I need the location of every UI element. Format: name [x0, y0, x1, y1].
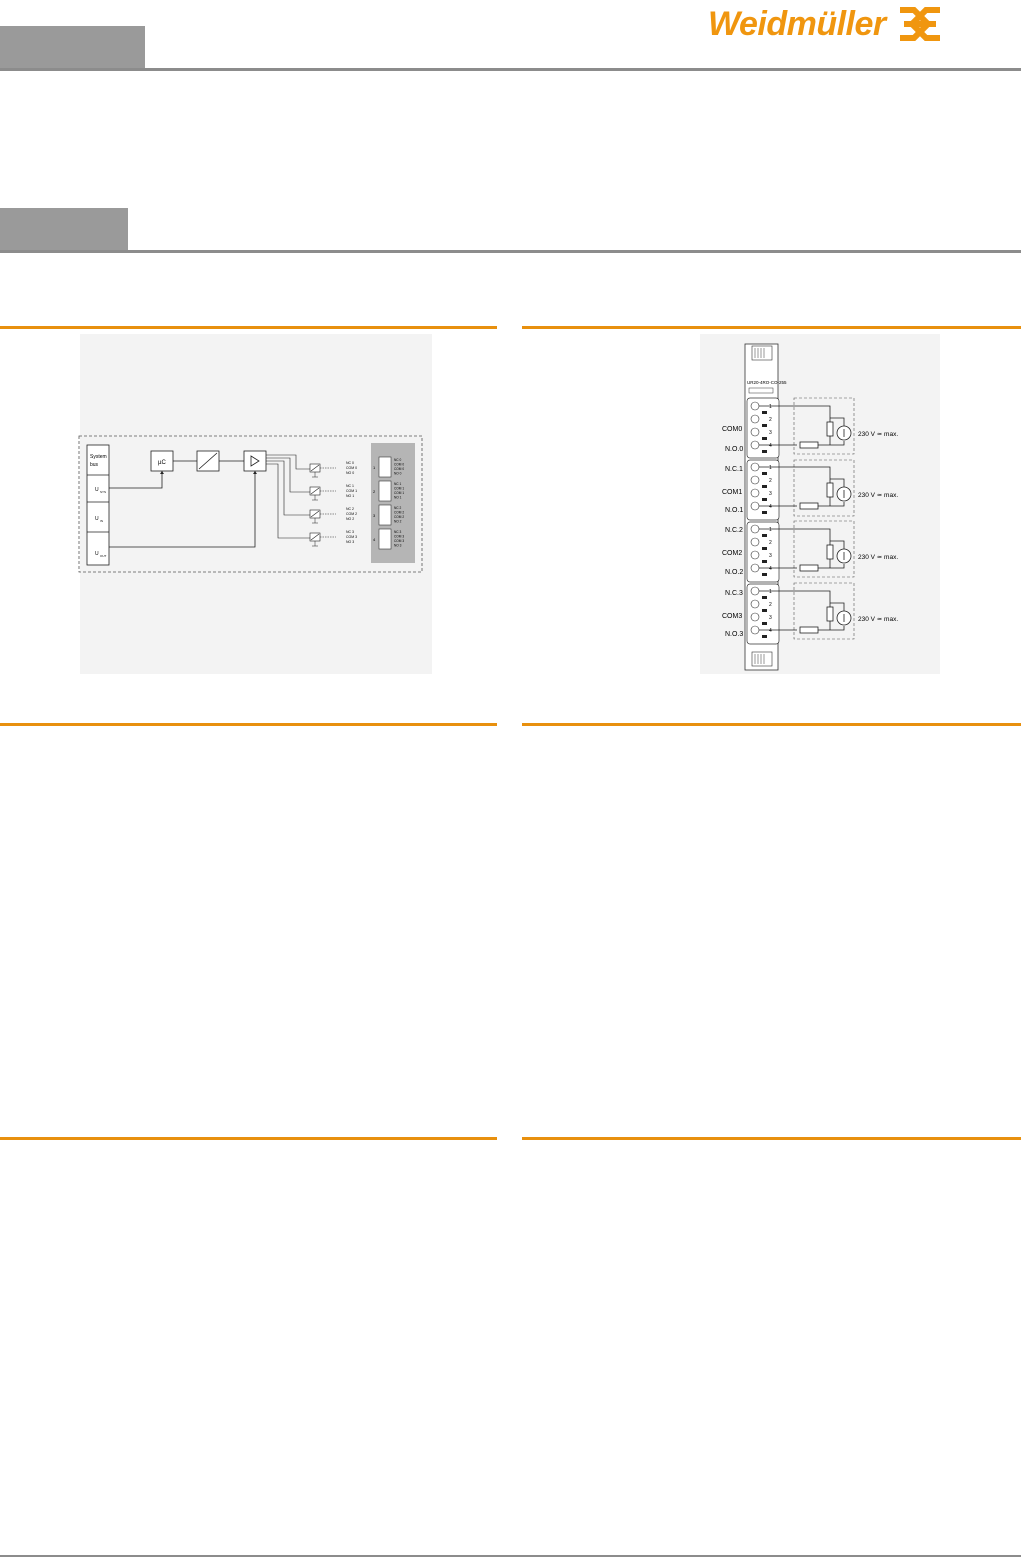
conn-label: COM 2: [394, 511, 404, 515]
voltage-label-3: 230 V ≃ max.: [858, 616, 898, 623]
conn-label: NC 2: [394, 506, 401, 510]
uin-label: U: [95, 516, 99, 522]
no2-label: N.O.2: [725, 569, 743, 576]
left-panel-top-rule: [0, 326, 497, 329]
conn-label: COM 1: [394, 487, 404, 491]
terminal-number: 3: [769, 430, 772, 436]
voltage-label-0: 230 V ≃ max.: [858, 431, 898, 438]
terminal-number: 4: [769, 504, 772, 510]
relay-output-nc0: NC 0: [346, 461, 354, 465]
conn-label: NC 3: [394, 530, 401, 534]
terminal-number: 3: [769, 553, 772, 559]
right-panel-top-rule: [522, 326, 1021, 329]
conn-label: NC 0: [394, 458, 401, 462]
section-rule: [0, 250, 1021, 253]
terminal-number: 2: [769, 417, 772, 423]
terminal-number: 4: [769, 628, 772, 634]
relay-output-nc2: NC 2: [346, 507, 354, 511]
conn-label: NO 2: [394, 520, 402, 524]
relay-output-com2: COM 2: [346, 512, 357, 516]
group-number-1: 1: [373, 465, 376, 470]
conn-label: COM 3: [394, 535, 404, 539]
conn-label: COM 2: [394, 515, 404, 519]
driver-block: [243, 450, 267, 472]
group-number-4: 4: [373, 537, 376, 542]
left-panel-mid-rule: [0, 723, 497, 726]
brand-logo: Weidmüller: [708, 4, 944, 44]
relay-output-no3: NO 3: [346, 540, 354, 544]
relay-output-com0: COM 0: [346, 466, 357, 470]
right-panel-mid-rule: [522, 723, 1021, 726]
terminal-number: 1: [769, 404, 772, 410]
terminal-number: 1: [769, 465, 772, 471]
com1-label: COM1: [722, 489, 742, 496]
com3-label: COM3: [722, 613, 742, 620]
connector-panel: [371, 443, 415, 563]
wiring-group-1: 1 2 3 4 N.C.1 COM1 N.O.1 230 V ≃ max.: [722, 459, 898, 521]
conn-label: COM 3: [394, 539, 404, 543]
relay-output-nc3: NC 3: [346, 530, 354, 534]
left-panel-lower-rule: [0, 1137, 497, 1140]
section-tab: [0, 208, 128, 250]
nc2-label: N.C.2: [725, 527, 743, 534]
system-bus-label-2: bus: [90, 462, 99, 468]
com0-label: COM0: [722, 426, 742, 433]
terminal-number: 3: [769, 491, 772, 497]
terminal-number: 2: [769, 540, 772, 546]
group-number-2: 2: [373, 489, 376, 494]
header-tab: [0, 26, 145, 69]
conn-label: NC 1: [394, 482, 401, 486]
usys-sub: SYS: [100, 490, 106, 494]
conn-label: COM 1: [394, 491, 404, 495]
terminal-number: 3: [769, 615, 772, 621]
uin-sub: IN: [100, 519, 103, 523]
no1-label: N.O.1: [725, 507, 743, 514]
right-panel-lower-rule: [522, 1137, 1021, 1140]
voltage-label-2: 230 V ≃ max.: [858, 554, 898, 561]
svg-text:µC: µC: [158, 460, 166, 466]
block-diagram: System bus U SYS U IN U OUT µC NC 0 COM …: [78, 435, 423, 573]
relay-output-com3: COM 3: [346, 535, 357, 539]
terminal-number: 4: [769, 443, 772, 449]
conn-label: COM 0: [394, 467, 404, 471]
terminal-number: 4: [769, 566, 772, 572]
terminal-number: 2: [769, 602, 772, 608]
conn-label: NO 1: [394, 496, 402, 500]
conn-label: NO 3: [394, 544, 402, 548]
uout-sub: OUT: [100, 554, 107, 558]
voltage-label-1: 230 V ≃ max.: [858, 492, 898, 499]
uout-label: U: [95, 551, 99, 557]
relay-output-nc1: NC 1: [346, 484, 354, 488]
relay-output-no2: NO 2: [346, 517, 354, 521]
wiring-group-3: 1 2 3 4 N.C.3 COM3 N.O.3 230 V ≃ max.: [722, 582, 898, 645]
conn-label: COM 0: [394, 463, 404, 467]
conn-label: NO 0: [394, 472, 402, 476]
nc1-label: N.C.1: [725, 466, 743, 473]
no0-label: N.O.0: [725, 446, 743, 453]
footer-rule: [0, 1555, 1021, 1557]
com2-label: COM2: [722, 550, 742, 557]
terminal-number: 1: [769, 589, 772, 595]
terminal-number: 2: [769, 478, 772, 484]
wiring-group-0: 1 2 3 4 COM0 N.O.0 230 V ≃ max.: [722, 397, 898, 459]
terminal-number: 1: [769, 527, 772, 533]
relay-output-no1: NO 1: [346, 494, 354, 498]
relay-output-com1: COM 1: [346, 489, 357, 493]
system-bus-label-1: System: [90, 454, 107, 460]
module-label: UR20-4RO-CO-255: [747, 380, 787, 385]
header-rule: [0, 68, 1021, 71]
relay-output-no0: NO 0: [346, 471, 354, 475]
wiring-diagram: UR20-4RO-CO-255 1 2 3 4 COM0 N.O.0 230 V…: [722, 343, 898, 671]
nc3-label: N.C.3: [725, 590, 743, 597]
wiring-diagram-panel: [700, 334, 940, 674]
weidmuller-cross-icon: [899, 7, 940, 41]
group-number-3: 3: [373, 513, 376, 518]
wiring-group-2: 1 2 3 4 N.C.2 COM2 N.O.2 230 V ≃ max.: [722, 520, 898, 583]
no3-label: N.O.3: [725, 631, 743, 638]
brand-name: Weidmüller: [708, 4, 886, 43]
usys-label: U: [95, 487, 99, 493]
